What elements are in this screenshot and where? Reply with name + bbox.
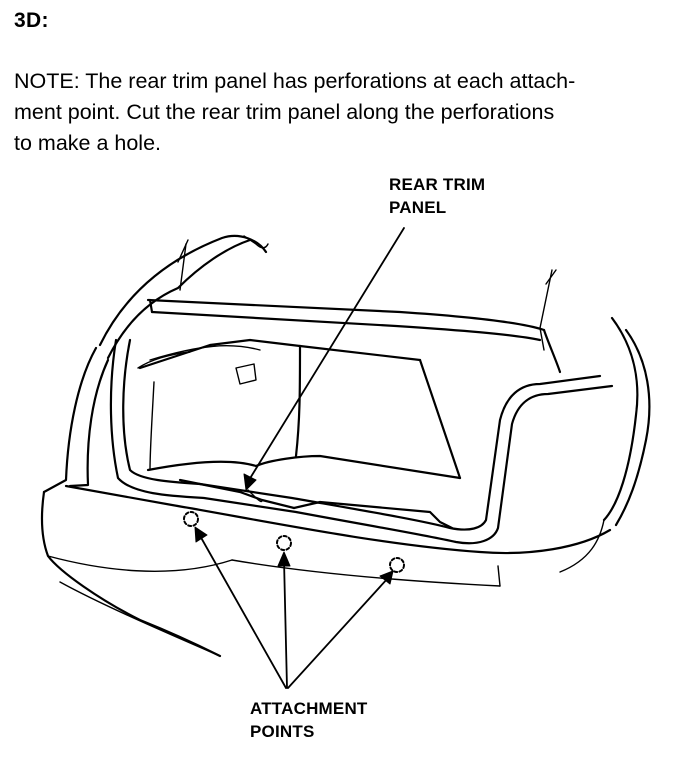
rear-trim-panel-leader <box>243 227 405 491</box>
note-text: NOTE: The rear trim panel has perforatio… <box>14 66 654 159</box>
rear-trim-panel-callout: REAR TRIM PANEL <box>389 173 485 219</box>
attachment-arrowhead <box>194 526 208 543</box>
note-line: NOTE: The rear trim panel has perforatio… <box>14 69 576 93</box>
step-label: 3D: <box>14 9 49 32</box>
trunk-opening <box>109 338 614 545</box>
callout-line: ATTACHMENT <box>250 699 368 718</box>
car-body-right <box>539 269 651 527</box>
rear-parcel-shelf <box>146 298 562 374</box>
trunk-interior <box>137 338 462 530</box>
rear-bumper <box>40 484 612 658</box>
callout-line: PANEL <box>389 198 447 217</box>
note-line: ment point. Cut the rear trim panel alon… <box>14 100 555 124</box>
attachment-points-callout: ATTACHMENT POINTS <box>250 697 368 743</box>
attachment-points <box>183 511 405 573</box>
car-body-left <box>42 234 269 494</box>
attachment-points-leaders <box>194 526 394 689</box>
callout-line: REAR TRIM <box>389 175 486 194</box>
rear-trim-panel-arrowhead <box>243 473 257 491</box>
attachment-point-hole <box>389 557 405 573</box>
attachment-point-hole <box>276 535 292 551</box>
attachment-arrowhead <box>277 551 291 567</box>
callout-line: POINTS <box>250 722 315 741</box>
note-line: to make a hole. <box>14 131 162 155</box>
attachment-point-hole <box>183 511 199 527</box>
attachment-arrowhead <box>379 570 394 585</box>
